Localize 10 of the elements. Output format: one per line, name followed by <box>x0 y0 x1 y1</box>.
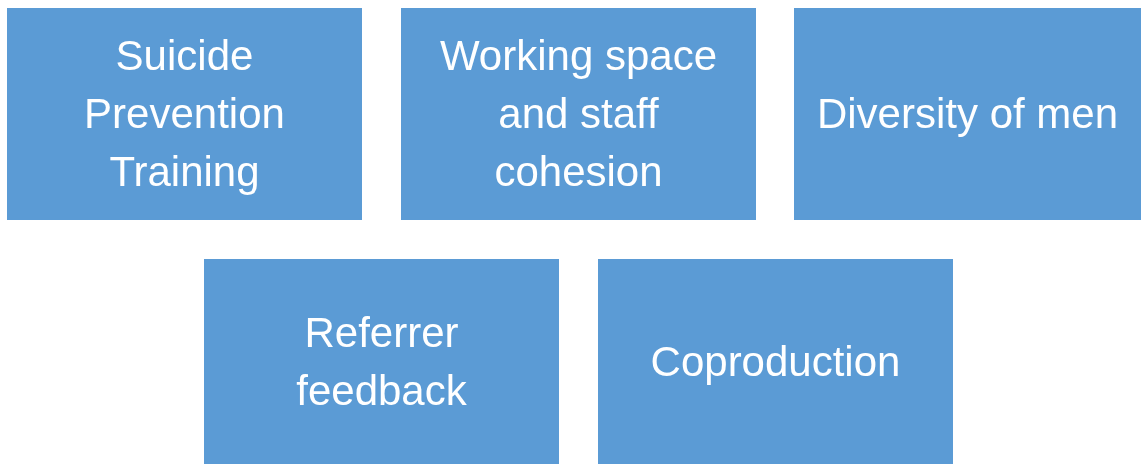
box-label: Referrer feedback <box>295 307 468 416</box>
topic-box <box>401 8 756 220</box>
topic-box <box>598 259 953 464</box>
topic-box <box>794 8 1141 220</box>
box-label: Working space and staff cohesion <box>439 31 718 197</box>
box-label: Diversity of men <box>816 89 1119 139</box>
topic-box <box>204 259 559 464</box>
topic-box <box>7 8 362 220</box>
box-label: Coproduction <box>650 336 901 387</box>
box-label: Suicide Prevention Training <box>83 31 286 197</box>
